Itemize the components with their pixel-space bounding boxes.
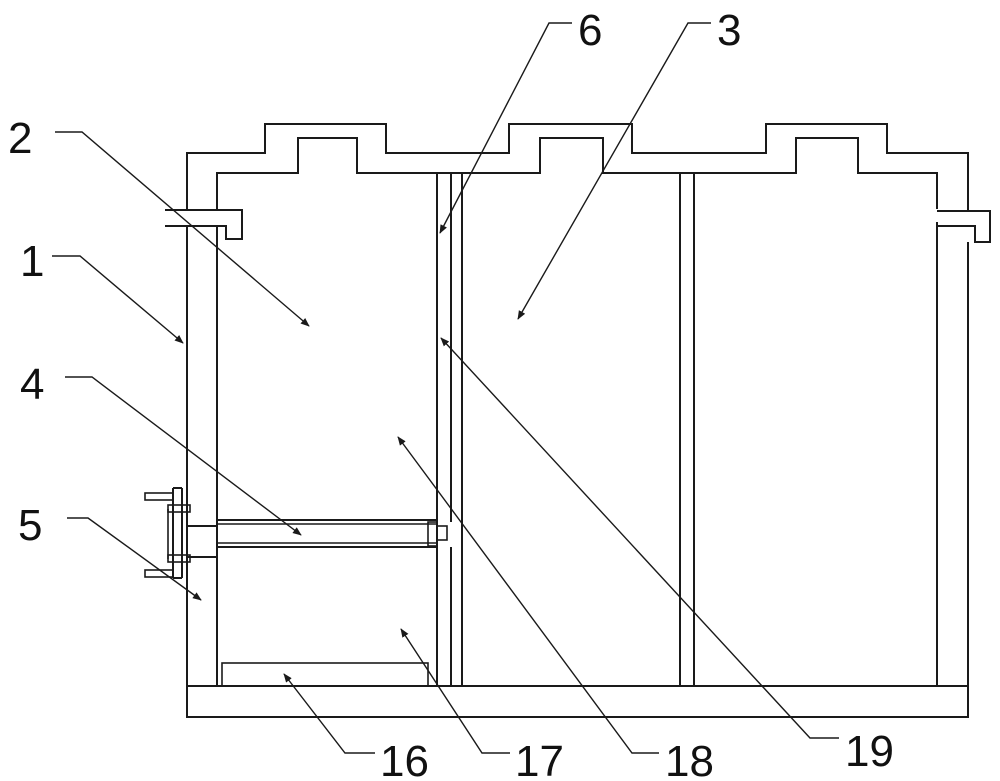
leader-lines: [52, 22, 839, 754]
label-4: 4: [20, 360, 44, 409]
tank-outer-wall: [186, 123, 969, 718]
filter-plate: [216, 519, 448, 548]
leader-6: [439, 22, 572, 234]
leader-16: [283, 673, 375, 754]
leader-18: [397, 436, 659, 754]
leader-19: [440, 337, 839, 739]
left-flange: [165, 209, 243, 240]
leader-2: [55, 131, 310, 327]
leader-3: [517, 22, 711, 320]
leader-1: [52, 255, 184, 344]
middle-partition: [679, 173, 695, 686]
label-5: 5: [18, 501, 42, 550]
leader-4: [65, 376, 302, 536]
label-16: 16: [380, 737, 429, 781]
label-6: 6: [578, 6, 602, 55]
partition-wall: [436, 173, 463, 686]
leader-17: [400, 628, 510, 754]
outlet-valve: [144, 487, 218, 579]
label-18: 18: [665, 737, 714, 781]
label-3: 3: [717, 6, 741, 55]
label-1: 1: [20, 237, 44, 286]
right-flange: [937, 210, 991, 243]
leader-5: [67, 517, 202, 601]
label-2: 2: [8, 114, 32, 163]
reference-numerals: 1 2 3 4 5 6 16 17 18 19: [8, 6, 894, 781]
label-17: 17: [515, 737, 564, 781]
tank-base: [187, 662, 968, 687]
label-19: 19: [845, 727, 894, 776]
